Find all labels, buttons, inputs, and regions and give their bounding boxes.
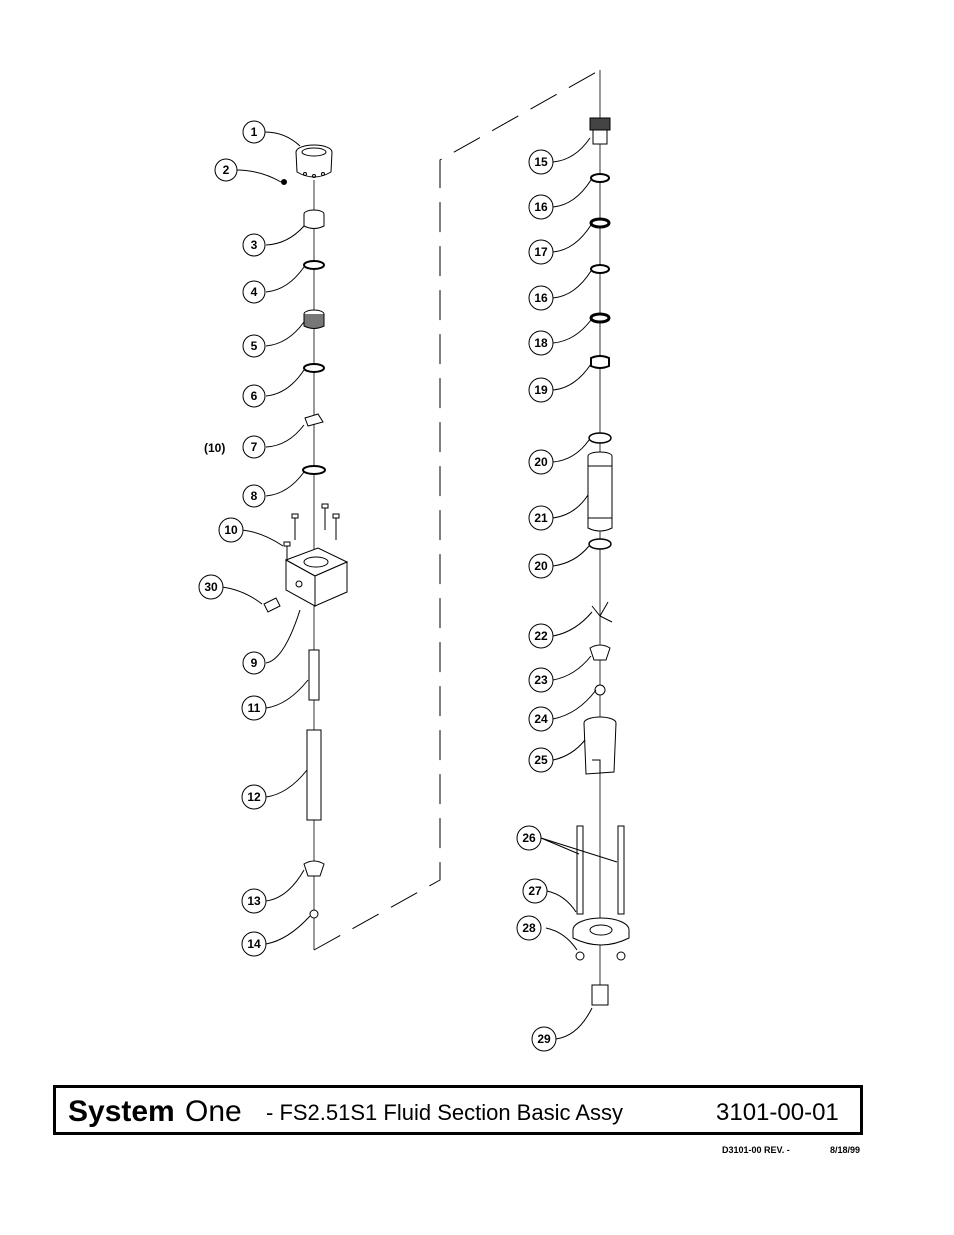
svg-text:28: 28 — [522, 921, 536, 935]
assembly-description: - FS2.51S1 Fluid Section Basic Assy — [266, 1100, 623, 1126]
svg-text:17: 17 — [534, 245, 548, 259]
svg-text:18: 18 — [534, 336, 548, 350]
svg-text:25: 25 — [534, 753, 548, 767]
svg-text:20: 20 — [534, 455, 548, 469]
callout-22: 22 — [529, 624, 553, 648]
svg-text:22: 22 — [534, 629, 548, 643]
callout-20-lower: 20 — [529, 554, 553, 578]
callout-5: 5 — [243, 335, 265, 357]
svg-text:27: 27 — [528, 884, 542, 898]
callout-16-upper: 16 — [529, 195, 553, 219]
callout-10: 10 — [219, 518, 243, 542]
callout-19: 19 — [529, 378, 553, 402]
svg-text:16: 16 — [534, 291, 548, 305]
callout-27: 27 — [523, 879, 547, 903]
drawing-revision: D3101-00 REV. - — [722, 1145, 790, 1155]
callout-23: 23 — [529, 668, 553, 692]
svg-text:2: 2 — [223, 163, 230, 177]
svg-text:24: 24 — [534, 712, 548, 726]
svg-text:1: 1 — [251, 125, 258, 139]
callout-18: 18 — [529, 331, 553, 355]
callout-3: 3 — [243, 234, 265, 256]
callout-20-upper: 20 — [529, 450, 553, 474]
svg-text:19: 19 — [534, 383, 548, 397]
svg-text:23: 23 — [534, 673, 548, 687]
part-number: 3101-00-01 — [716, 1099, 839, 1127]
svg-text:12: 12 — [247, 790, 261, 804]
svg-text:20: 20 — [534, 559, 548, 573]
callout-17: 17 — [529, 240, 553, 264]
part-15-fitting — [590, 118, 610, 144]
callout-21: 21 — [529, 506, 553, 530]
svg-text:14: 14 — [247, 937, 261, 951]
callout-group: 1 2 3 4 5 6 7 8 10 30 9 11 12 13 14 15 1… — [199, 121, 556, 1051]
part-27-plate — [573, 918, 629, 945]
callout-28: 28 — [517, 916, 541, 940]
svg-text:15: 15 — [534, 155, 548, 169]
callout-11: 11 — [242, 696, 266, 720]
part-9-block — [286, 548, 347, 606]
callout-15: 15 — [529, 150, 553, 174]
svg-text:29: 29 — [537, 1032, 551, 1046]
callout-7: 7 — [243, 436, 265, 458]
quantity-note: (10) — [204, 441, 225, 455]
svg-text:13: 13 — [247, 894, 261, 908]
callout-16-lower: 16 — [529, 286, 553, 310]
svg-text:8: 8 — [251, 489, 258, 503]
svg-text:26: 26 — [522, 831, 536, 845]
callout-29: 29 — [532, 1027, 556, 1051]
title-block: System One - FS2.51S1 Fluid Section Basi… — [53, 1085, 863, 1135]
svg-text:4: 4 — [251, 285, 258, 299]
callout-13: 13 — [242, 889, 266, 913]
callout-14: 14 — [242, 932, 266, 956]
svg-text:30: 30 — [204, 580, 218, 594]
callout-26: 26 — [517, 826, 541, 850]
svg-text:5: 5 — [251, 339, 258, 353]
callout-25: 25 — [529, 748, 553, 772]
brand-bold: System — [68, 1095, 175, 1129]
svg-text:3: 3 — [251, 238, 258, 252]
svg-text:21: 21 — [534, 511, 548, 525]
callout-1: 1 — [243, 121, 265, 143]
callout-24: 24 — [529, 707, 553, 731]
part-3-bushing — [304, 210, 324, 229]
callout-2: 2 — [215, 159, 237, 181]
part-1-cap — [296, 145, 332, 178]
svg-text:11: 11 — [248, 701, 261, 715]
part-21-cylinder — [588, 452, 612, 531]
callout-8: 8 — [243, 485, 265, 507]
svg-text:10: 10 — [224, 523, 238, 537]
connector-dashed-line — [314, 70, 600, 950]
revision-date: 8/18/99 — [830, 1145, 860, 1155]
part-25-housing — [584, 717, 616, 774]
brand-light: One — [185, 1095, 242, 1129]
callout-6: 6 — [243, 385, 265, 407]
svg-text:9: 9 — [251, 656, 258, 670]
callout-12: 12 — [242, 785, 266, 809]
callout-9: 9 — [243, 652, 265, 674]
svg-text:7: 7 — [251, 440, 258, 454]
svg-text:6: 6 — [251, 389, 258, 403]
callout-30: 30 — [199, 575, 223, 599]
svg-text:16: 16 — [534, 200, 548, 214]
callout-4: 4 — [243, 281, 265, 303]
